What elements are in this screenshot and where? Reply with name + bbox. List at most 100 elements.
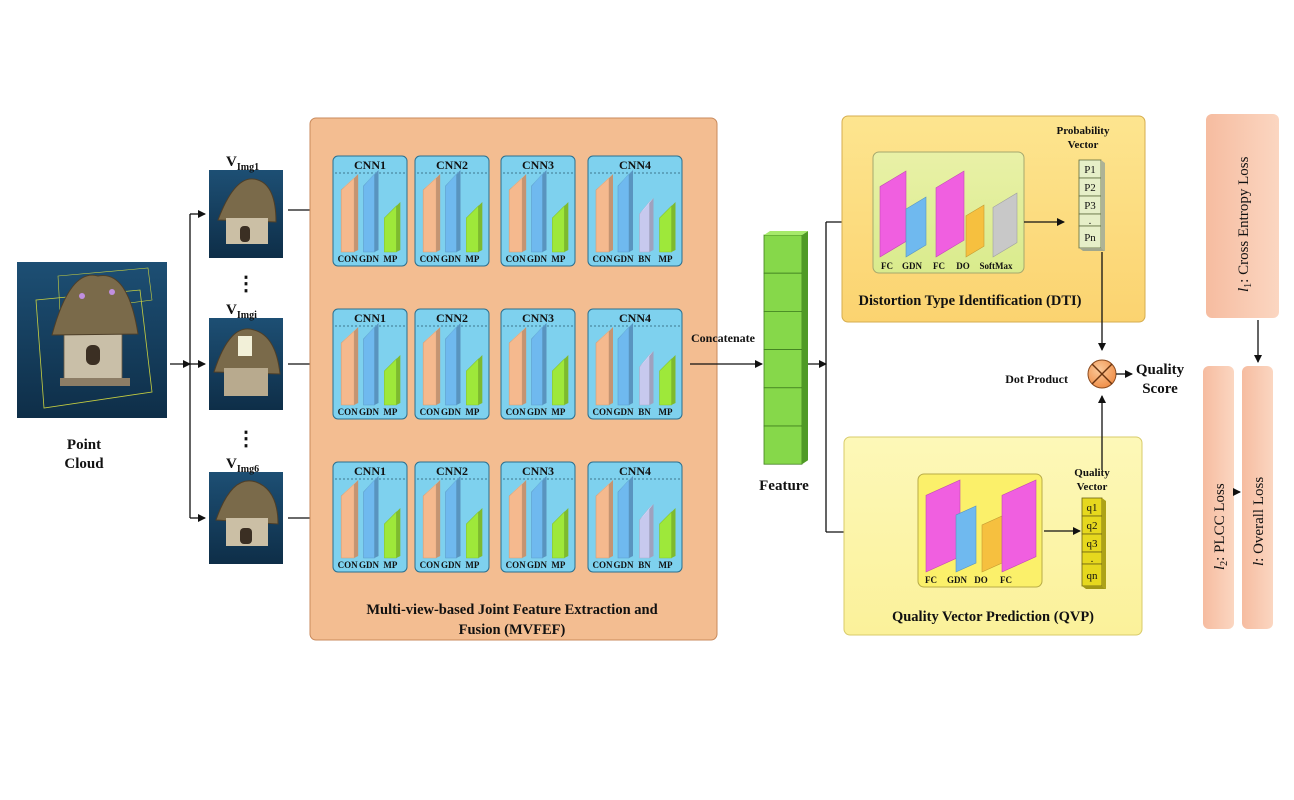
point-cloud-image [17,262,167,418]
layer-mp [466,355,483,406]
layer-mp [552,202,569,253]
layer-bn [639,198,654,253]
layer-con [422,327,441,406]
layer-mp [552,355,569,406]
layer-label: GDN [359,560,380,570]
layer-mp [384,202,401,253]
layer-gdn [531,476,547,559]
layer-label: CON [593,560,614,570]
layer-label: CON [420,407,441,417]
vector-cell-label: q1 [1087,502,1098,514]
cnn-title: CNN2 [436,311,468,325]
vector-cell-label: Pn [1084,232,1096,244]
layer-label: MP [465,254,479,264]
view-label-6: VImg6 [226,456,259,475]
plcc-loss-box [1203,366,1234,629]
point-cloud-label-line2: Cloud [64,456,104,472]
layer-label: GDN [359,407,380,417]
ellipsis-bottom: ⋮ [236,428,256,450]
layer-con [595,174,613,253]
layer-con [422,480,441,559]
vector-cell-label: P1 [1084,164,1096,176]
qvp-title: Quality Vector Prediction (QVP) [892,609,1094,625]
vector-cell-label: q3 [1087,538,1099,550]
vector-bottom [1082,586,1106,589]
mvfef-title-line2: Fusion (MVFEF) [459,622,566,638]
layer-gdn [531,323,547,406]
cnn-title: CNN2 [436,158,468,172]
cnn-title: CNN4 [619,158,651,172]
layer-label: GDN [441,560,462,570]
layer-con [340,327,359,406]
quality-score-line2: Score [1142,381,1178,397]
layer-label: GDN [527,560,548,570]
view-image-6 [209,472,283,564]
layer-label: CON [338,407,359,417]
dti-layer-gdn-2: GDN [902,196,927,271]
layer-con [508,480,527,559]
layer-con [508,174,527,253]
dti-layer-fc-1: FC [879,170,907,271]
vector-cell-label: q2 [1087,520,1098,532]
layer-mp [466,202,483,253]
layer-label: MP [465,560,479,570]
layer-con [595,480,613,559]
dti-layer-label: GDN [902,261,923,271]
layer-mp [384,508,401,559]
view-image-1 [209,170,283,258]
layer-mp [659,202,676,253]
vector-cell-label: P2 [1084,182,1096,194]
point-cloud-label-line1: Point [67,437,101,453]
layer-gdn [363,170,379,253]
layer-con [340,480,359,559]
layer-label: MP [659,560,673,570]
layer-label: CON [506,254,527,264]
layer-bn [639,351,654,406]
layer-con [340,174,359,253]
feature-label: Feature [759,478,809,494]
layer-gdn [617,476,633,559]
layer-label: GDN [441,254,462,264]
layer-gdn [445,476,461,559]
mvfef-title-line1: Multi-view-based Joint Feature Extractio… [366,602,657,618]
cnn-title: CNN3 [522,158,554,172]
layer-label: GDN [527,407,548,417]
dti-layer-label: FC [933,261,945,271]
cnn-title: CNN2 [436,464,468,478]
dot-product-icon [1087,359,1117,389]
quality-vector-title-line2: Vector [1077,481,1108,493]
ellipsis-top: ⋮ [236,273,256,295]
dti-layer-softmax-5: SoftMax [980,192,1018,271]
view-image-i [209,318,283,410]
feature-top [764,231,808,235]
cross-entropy-loss-label: l1: Cross Entropy Loss [1236,156,1254,292]
quality-vector-title-line1: Quality [1074,467,1110,479]
qvp-layer-fc-1: FC [925,479,961,585]
layer-con [422,174,441,253]
layer-bn [639,504,654,559]
feature-column [763,231,808,465]
vector-bottom [1079,248,1105,251]
cnn-title: CNN1 [354,158,386,172]
vector-cell-label: qn [1087,570,1099,582]
layer-label: MP [551,407,565,417]
layer-mp [384,355,401,406]
layer-mp [659,508,676,559]
layer-label: CON [506,560,527,570]
qvp-layer-label: GDN [947,575,968,585]
layer-label: CON [593,407,614,417]
layer-gdn [617,323,633,406]
layer-label: MP [659,407,673,417]
layer-mp [552,508,569,559]
